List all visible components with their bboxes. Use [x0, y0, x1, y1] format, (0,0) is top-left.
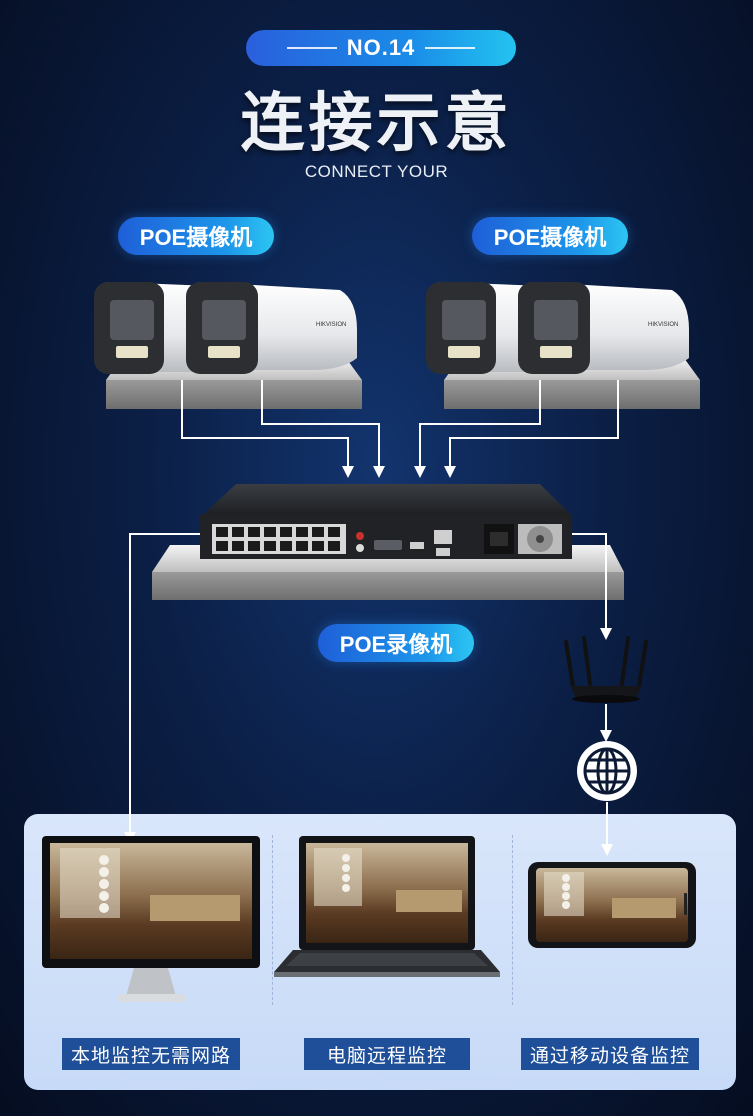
caption-mobile-remote: 通过移动设备监控	[521, 1038, 699, 1070]
poe-camera-icon: HIKVISION	[518, 282, 689, 374]
camera-label-left: POE摄像机	[118, 217, 274, 255]
camera-brand-text: HIKVISION	[648, 322, 678, 328]
caption-local-monitor: 本地监控无需网路	[62, 1038, 240, 1070]
globe-icon	[577, 741, 637, 801]
caption-pc-remote: 电脑远程监控	[304, 1038, 470, 1070]
laptop-icon	[274, 836, 500, 977]
phone-icon	[528, 862, 696, 948]
router-icon	[566, 638, 646, 703]
monitor-icon	[42, 836, 260, 1002]
poe-recorder-icon	[200, 484, 572, 559]
camera-brand-text: HIKVISION	[316, 322, 346, 328]
camera-label-right: POE摄像机	[472, 217, 628, 255]
recorder-label: POE录像机	[318, 624, 474, 662]
poe-camera-icon: HIKVISION	[186, 282, 357, 374]
